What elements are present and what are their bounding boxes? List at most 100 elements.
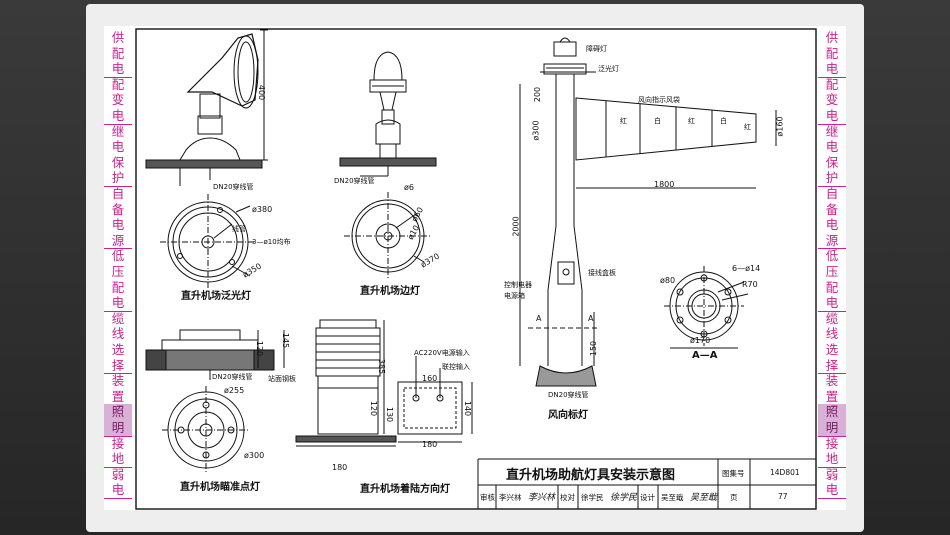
right-tab-5[interactable]: 低压配电	[818, 248, 846, 310]
dim-180a: 180	[422, 440, 438, 449]
right-tab-label: 继电保护	[825, 123, 839, 186]
label-ac-in: AC220V电源输入	[414, 349, 470, 357]
left-tab-divider	[104, 466, 132, 468]
left-tab-label: 自备电源	[111, 186, 125, 248]
left-tab-6[interactable]: 缆线选择	[104, 311, 132, 373]
right-tab-label: 低压配电	[825, 248, 839, 311]
dim-180b: 180	[332, 463, 348, 472]
left-chapter-tabs: 供配电配变电继电保护自备电源低压配电缆线选择装置照明接地弱电	[104, 26, 132, 510]
left-tab-divider	[104, 186, 132, 187]
left-tab-1[interactable]: 供配电	[104, 30, 132, 77]
label-ctrl-in: 联控输入	[442, 363, 470, 371]
right-tab-divider	[818, 498, 846, 499]
label-red-1: 红	[620, 117, 627, 125]
right-tab-8[interactable]: 照明	[818, 404, 846, 436]
section-a-a	[664, 266, 749, 349]
left-tab-divider	[104, 373, 132, 375]
reviewer-signature: 李兴林	[528, 493, 556, 503]
left-tab-9[interactable]: 接地	[104, 436, 132, 467]
dim-6: ø6	[404, 183, 414, 192]
right-tab-6[interactable]: 缆线选择	[818, 311, 846, 373]
label-white-1: 白	[654, 117, 661, 125]
caption-windsock: 风向标灯	[548, 410, 588, 421]
caption-floodlight: 直升机场泛光灯	[181, 291, 251, 302]
label-ctrl-box: 控制电器	[504, 281, 532, 289]
left-tab-2[interactable]: 配变电	[104, 77, 132, 124]
review-label: 审核	[480, 493, 495, 502]
left-tab-label: 配变电	[111, 76, 125, 123]
left-tab-label: 弱电	[111, 466, 125, 498]
label-section-a-left: A	[536, 314, 542, 323]
floodlight-elevation	[145, 29, 268, 186]
left-tab-label: 缆线选择	[111, 310, 125, 373]
caption-section: A—A	[692, 350, 718, 361]
windsock-elevation	[519, 37, 777, 387]
dim-170: ø170	[690, 336, 711, 345]
right-tab-label: 照明	[825, 404, 839, 435]
title-block	[477, 458, 816, 509]
label-section-a-right: A	[588, 314, 594, 323]
left-tab-8[interactable]: 照明	[104, 404, 132, 436]
right-tab-2[interactable]: 配变电	[818, 77, 846, 124]
right-tab-3[interactable]: 继电保护	[818, 124, 846, 186]
label-obstacle: 障碍灯	[586, 45, 607, 53]
label-red-2: 红	[688, 117, 695, 125]
right-tab-divider	[818, 310, 846, 312]
right-tab-9[interactable]: 接地	[818, 436, 846, 467]
dim-120b: 120	[369, 400, 379, 417]
checker-signature: 徐学民	[610, 493, 638, 503]
right-tab-4[interactable]: 自备电源	[818, 186, 846, 248]
right-tab-label: 缆线选择	[825, 310, 839, 373]
label-white-2: 白	[720, 117, 727, 125]
right-tab-label: 供配电	[825, 30, 839, 77]
right-tab-label: 弱电	[825, 466, 839, 498]
right-tab-divider	[818, 123, 846, 125]
dim-200: 200	[533, 86, 543, 103]
left-tab-divider	[104, 435, 132, 437]
right-tab-7[interactable]: 装置	[818, 373, 846, 404]
left-tab-divider	[104, 498, 132, 499]
right-tab-divider	[818, 248, 846, 250]
drawing-title: 直升机场助航灯具安装示意图	[506, 468, 676, 483]
caption-edge-light: 直升机场边灯	[360, 286, 420, 297]
dim-300a: ø300	[244, 451, 265, 460]
aiming-light-elevation	[145, 329, 285, 380]
left-tab-divider	[104, 76, 132, 78]
left-tab-4[interactable]: 自备电源	[104, 186, 132, 248]
dim-130: 130	[385, 406, 395, 423]
designer-signature: 吴至戢	[690, 493, 718, 503]
reviewer-name: 李兴林	[499, 493, 522, 502]
landing-light-plan	[397, 356, 473, 443]
right-tab-label: 接地	[825, 435, 839, 467]
atlas-number: 14D801	[770, 468, 800, 477]
left-tab-10[interactable]: 弱电	[104, 467, 132, 498]
left-tab-divider	[104, 310, 132, 312]
right-chapter-tabs: 供配电配变电继电保护自备电源低压配电缆线选择装置照明接地弱电	[818, 26, 846, 510]
dim-160a: 160	[422, 374, 438, 383]
left-tab-label: 继电保护	[111, 123, 125, 186]
dim-80: ø80	[660, 276, 676, 285]
left-tab-divider	[104, 248, 132, 250]
left-tab-7[interactable]: 装置	[104, 373, 132, 404]
left-tab-divider	[104, 123, 132, 125]
drawing-sheet	[104, 26, 844, 510]
label-power-box: 电源箱	[504, 292, 525, 300]
right-tab-label: 配变电	[825, 76, 839, 123]
left-tab-3[interactable]: 继电保护	[104, 124, 132, 186]
dim-120a: 120	[255, 340, 265, 357]
left-tab-label: 低压配电	[111, 248, 125, 311]
edge-light-elevation	[339, 51, 437, 177]
dim-380: ø380	[252, 205, 273, 214]
dim-r70: R70	[742, 280, 758, 289]
left-tab-5[interactable]: 低压配电	[104, 248, 132, 310]
right-tab-1[interactable]: 供配电	[818, 30, 846, 77]
checker-name: 徐学民	[581, 493, 604, 502]
right-tab-divider	[818, 466, 846, 468]
right-tab-10[interactable]: 弱电	[818, 467, 846, 498]
atlas-label: 图集号	[722, 469, 745, 478]
sheet-frame	[135, 28, 817, 510]
check-label: 校对	[560, 493, 575, 502]
right-tab-divider	[818, 435, 846, 437]
label-dn20-2: DN20穿线管	[334, 177, 375, 185]
dim-1800: 1800	[654, 180, 675, 189]
